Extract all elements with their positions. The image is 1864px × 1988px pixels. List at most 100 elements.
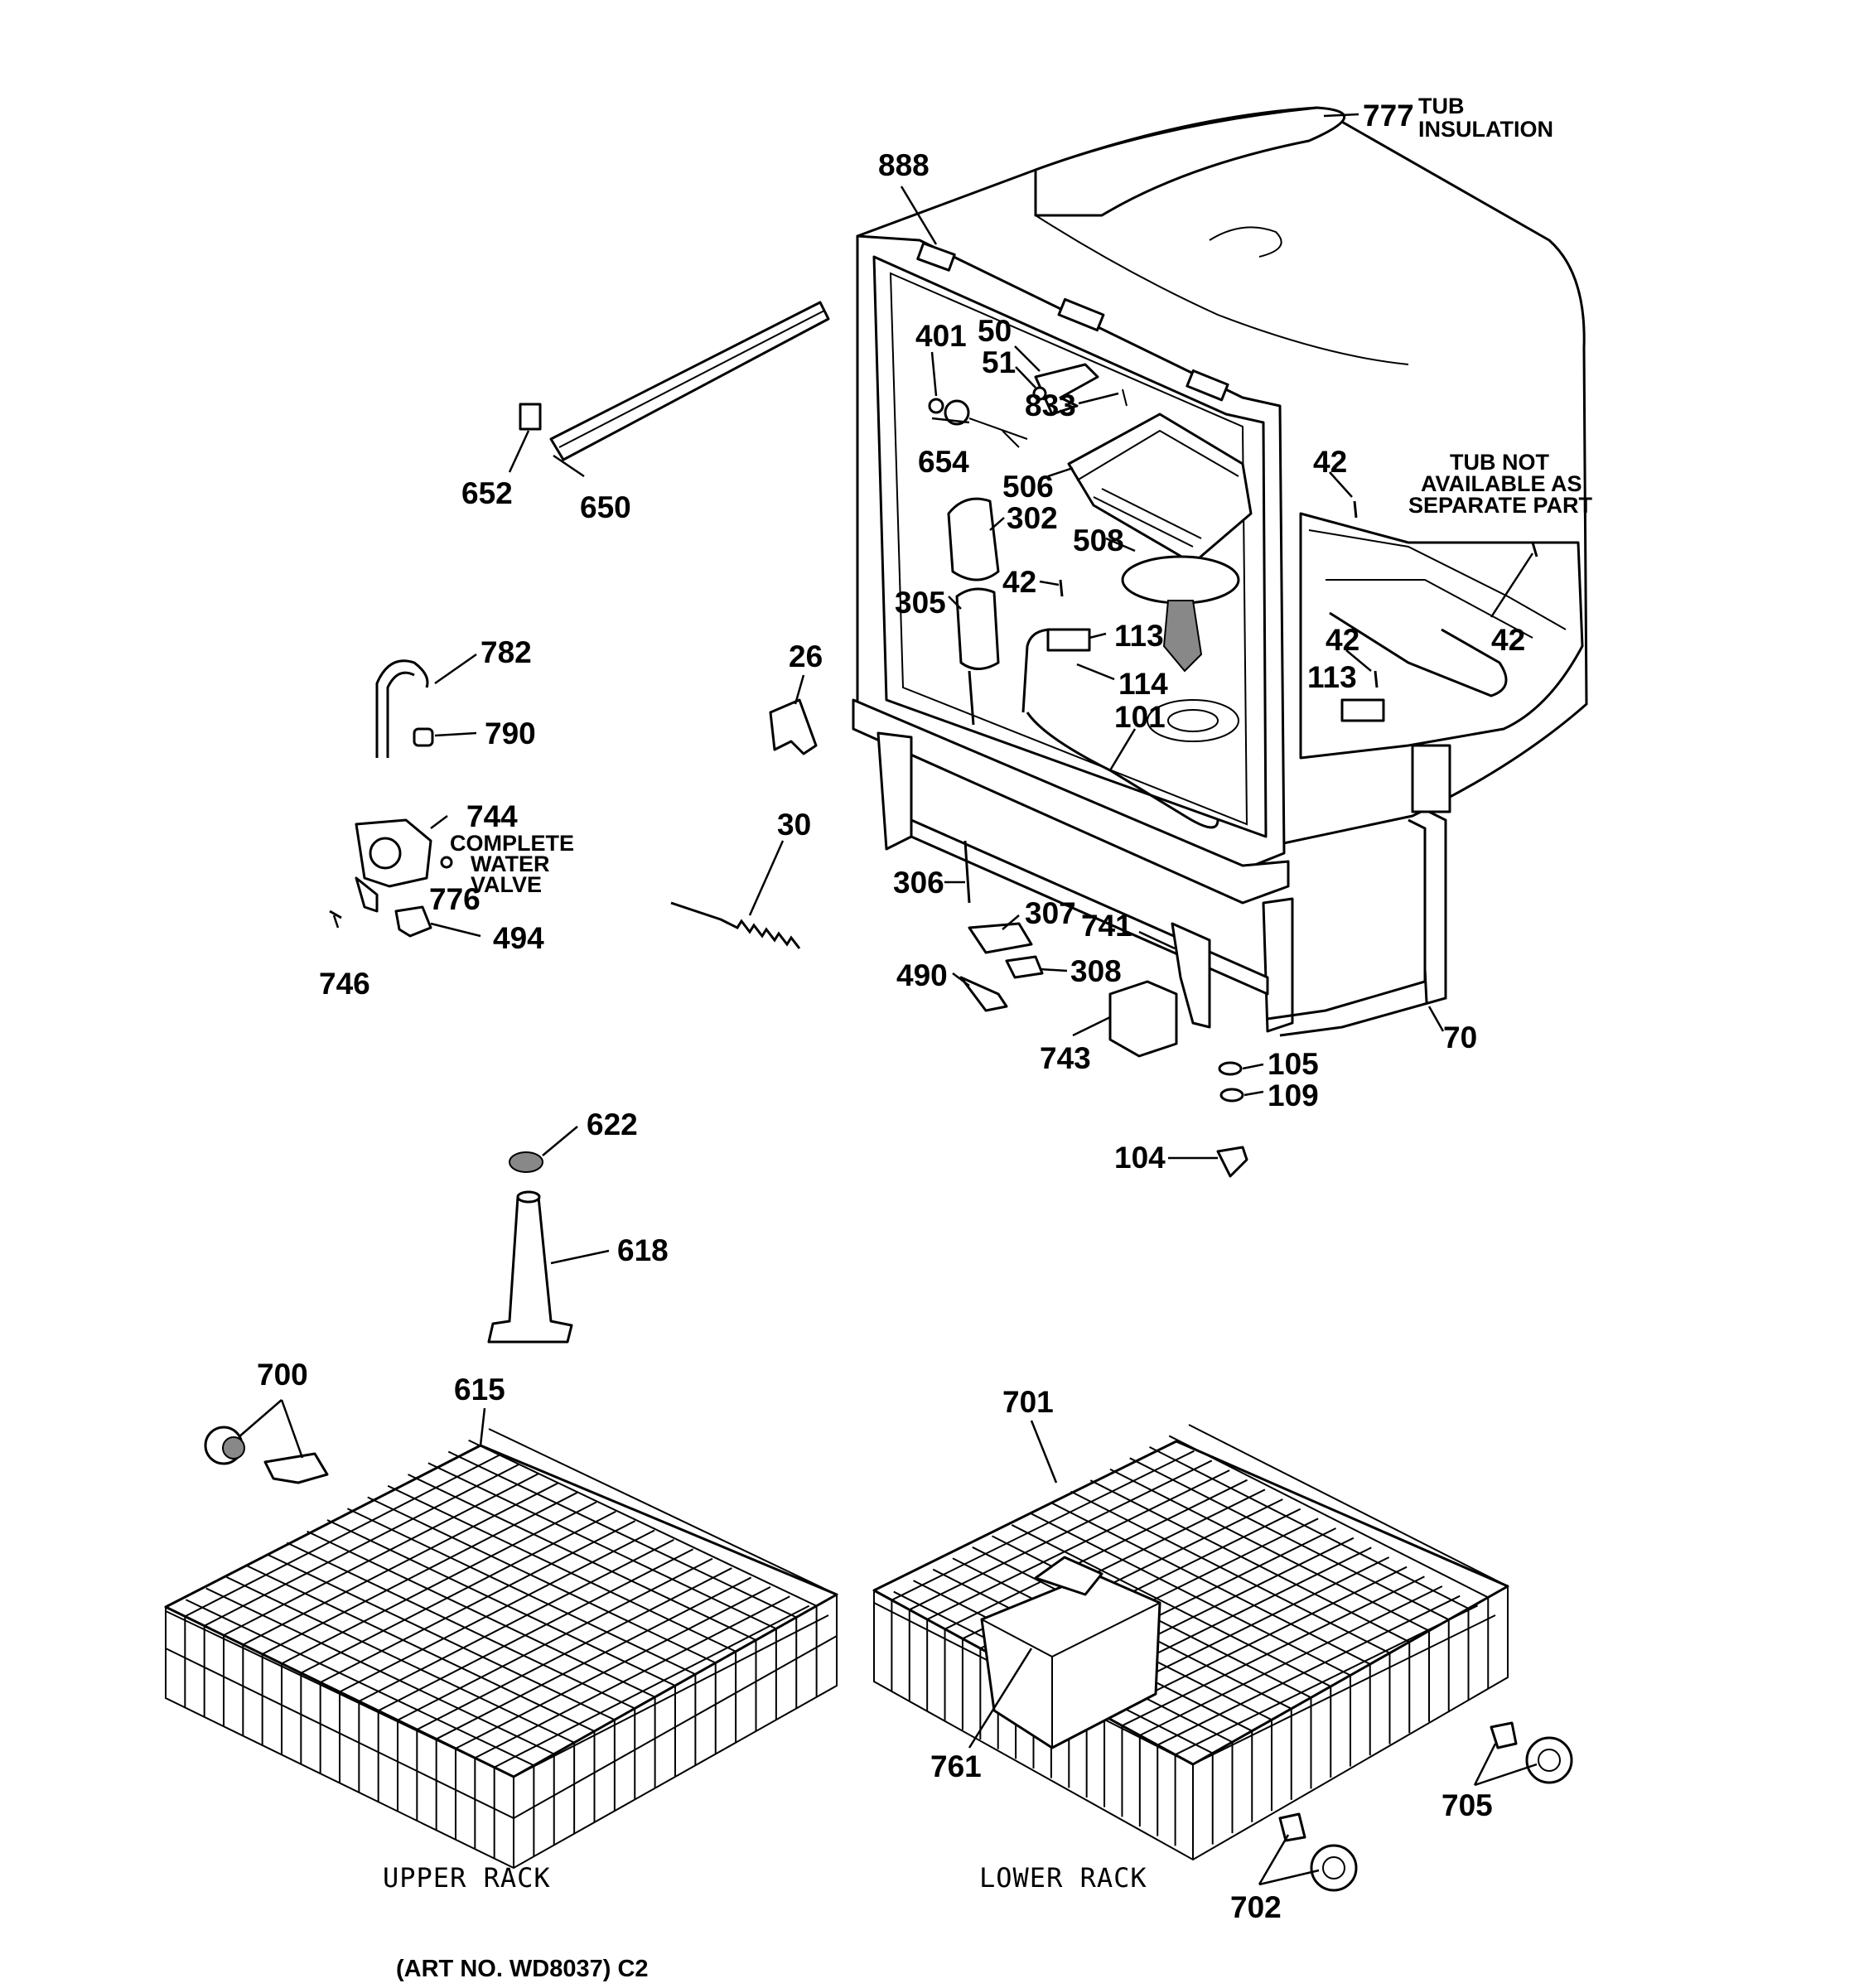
roller-clip-700 bbox=[263, 1452, 329, 1484]
basket-handle bbox=[1034, 1556, 1103, 1596]
tub-top-hinge-1 bbox=[916, 242, 956, 272]
lower-rack-wire bbox=[1089, 1479, 1411, 1734]
washer-105 bbox=[1218, 1061, 1243, 1076]
upper-rack-wire bbox=[225, 1575, 576, 1834]
label-700: 700 bbox=[257, 1358, 308, 1392]
bracket-741 bbox=[1171, 922, 1211, 1029]
label-42-far-right: 42 bbox=[1491, 623, 1525, 657]
rail-650 bbox=[549, 301, 830, 461]
label-51: 51 bbox=[982, 345, 1016, 379]
clip-494 bbox=[394, 905, 432, 938]
valve-bracket bbox=[355, 876, 379, 913]
label-70: 70 bbox=[1443, 1021, 1477, 1054]
upper-rack bbox=[164, 1428, 838, 1870]
label-30: 30 bbox=[777, 808, 811, 842]
label-705: 705 bbox=[1441, 1788, 1493, 1822]
float-302 bbox=[947, 497, 1000, 581]
label-702: 702 bbox=[1230, 1890, 1282, 1924]
note-tub-insulation-line1: TUB bbox=[1418, 94, 1465, 118]
upper-rack-wire bbox=[408, 1474, 757, 1731]
nut-104 bbox=[1216, 1146, 1248, 1178]
upper-rack-wire bbox=[203, 1463, 520, 1717]
label-506: 506 bbox=[1002, 470, 1054, 504]
element-clip-113 bbox=[1046, 628, 1091, 652]
tub-side-bracket bbox=[1411, 744, 1451, 813]
screw-42d bbox=[1374, 670, 1379, 688]
label-782: 782 bbox=[480, 635, 532, 669]
note-valve-line1: COMPLETE bbox=[450, 831, 574, 856]
label-490: 490 bbox=[896, 958, 948, 992]
screw-306 bbox=[963, 840, 971, 904]
latch-307 bbox=[968, 922, 1033, 954]
upper-rack-wire bbox=[246, 1565, 596, 1822]
label-741: 741 bbox=[1081, 909, 1132, 943]
filter-screen bbox=[1162, 600, 1203, 673]
upper-rack-wire bbox=[367, 1496, 717, 1754]
tub-floor-panel bbox=[1299, 512, 1584, 760]
caption-upper-rack: UPPER RACK bbox=[383, 1862, 551, 1894]
label-622: 622 bbox=[587, 1107, 638, 1141]
tub-top-hinge-2 bbox=[1057, 297, 1105, 332]
wheel-705 bbox=[1525, 1736, 1573, 1784]
label-105: 105 bbox=[1268, 1047, 1319, 1081]
lower-rack-wire bbox=[1109, 1468, 1430, 1722]
label-101: 101 bbox=[1114, 700, 1166, 734]
upper-rack-wire bbox=[358, 1539, 674, 1793]
lower-rack-wire bbox=[1129, 1457, 1450, 1711]
element-clip-113b bbox=[1340, 698, 1385, 722]
upper-rack-wire bbox=[468, 1439, 818, 1697]
upper-rack-wire bbox=[326, 1519, 676, 1777]
upper-rack-wire bbox=[339, 1529, 655, 1783]
lower-rack-wire bbox=[1149, 1445, 1470, 1700]
upper-rack-wire bbox=[165, 1445, 481, 1698]
tub-assembly bbox=[852, 106, 1588, 1037]
upper-rack-wire bbox=[447, 1450, 798, 1709]
axle-705 bbox=[1490, 1721, 1518, 1749]
upper-rack-wire bbox=[286, 1542, 636, 1800]
label-114: 114 bbox=[1118, 667, 1168, 701]
label-50: 50 bbox=[978, 314, 1012, 348]
upper-rack-wire bbox=[319, 1520, 636, 1774]
lower-rack-wire bbox=[873, 1440, 1177, 1682]
spring-30 bbox=[670, 901, 801, 949]
note-valve-line3: VALVE bbox=[471, 872, 542, 897]
tub-dome-inner bbox=[1209, 226, 1282, 258]
label-650: 650 bbox=[580, 490, 631, 524]
upper-rack-wire bbox=[185, 1599, 535, 1857]
upper-rack-wire bbox=[435, 1576, 752, 1831]
label-776: 776 bbox=[429, 882, 480, 916]
leg-70 bbox=[1423, 968, 1428, 1003]
lower-rack-wire bbox=[1168, 1435, 1490, 1689]
label-113-right: 113 bbox=[1307, 660, 1357, 694]
upper-rack-wire bbox=[242, 1482, 558, 1736]
latch-308 bbox=[1005, 955, 1044, 979]
tub-base-leg-left bbox=[876, 731, 913, 851]
label-615: 615 bbox=[454, 1373, 505, 1407]
washer-109 bbox=[1219, 1088, 1244, 1103]
label-113-center: 113 bbox=[1114, 619, 1164, 653]
lower-rack-wire bbox=[1011, 1524, 1332, 1778]
label-777: 777 bbox=[1363, 99, 1414, 133]
lower-rack-wire bbox=[1121, 1575, 1425, 1817]
clip-790 bbox=[413, 727, 434, 747]
screw-42b bbox=[1353, 500, 1358, 519]
label-302: 302 bbox=[1007, 501, 1058, 535]
label-26: 26 bbox=[789, 639, 823, 673]
hose-782 bbox=[375, 659, 429, 758]
note-tub-insulation-line2: INSULATION bbox=[1418, 117, 1553, 142]
filter-508 bbox=[1121, 555, 1240, 605]
upper-rack-wire bbox=[223, 1473, 539, 1727]
screw-746 bbox=[329, 910, 342, 919]
upper-rack-wire bbox=[455, 1585, 771, 1840]
upper-rack-wire bbox=[281, 1501, 597, 1755]
leader-lines bbox=[238, 113, 1538, 1886]
label-305: 305 bbox=[895, 586, 946, 620]
label-746: 746 bbox=[319, 967, 370, 1001]
axle-702 bbox=[1278, 1812, 1306, 1842]
upper-rack-wire bbox=[377, 1548, 694, 1802]
upper-rack-wire bbox=[427, 1462, 777, 1720]
upper-rack-wire bbox=[205, 1587, 555, 1846]
upper-rack-wire bbox=[488, 1428, 838, 1686]
upper-rack-wire bbox=[493, 1604, 810, 1859]
